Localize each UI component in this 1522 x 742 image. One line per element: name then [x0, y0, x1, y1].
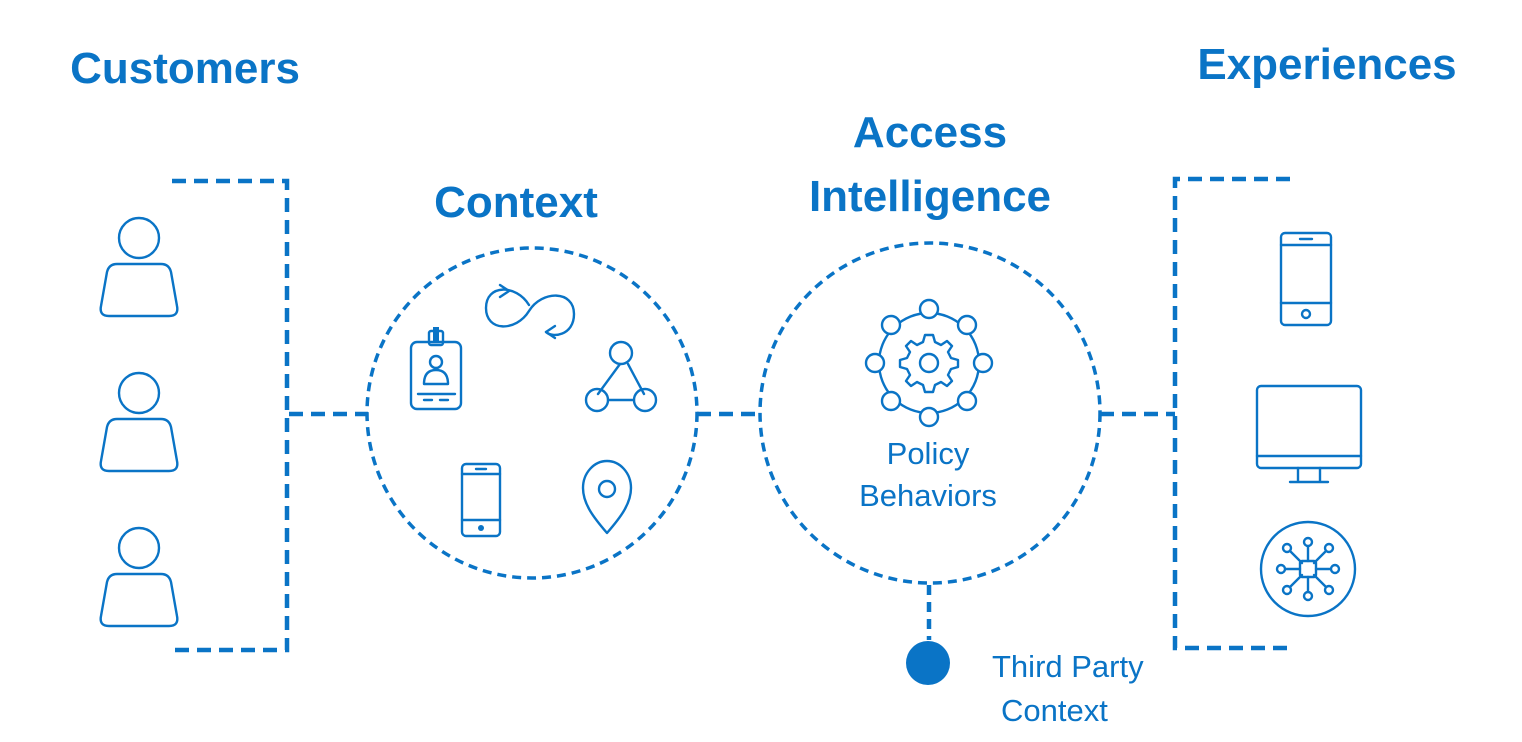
mobile-phone-icon [460, 462, 502, 538]
sync-loop-icon [484, 283, 576, 340]
third-party-dot [906, 641, 950, 685]
heading-customers: Customers [70, 44, 300, 93]
third-party-connector [906, 585, 950, 685]
network-triangle-icon [584, 340, 658, 413]
heading-experiences: Experiences [1197, 40, 1456, 89]
desktop-monitor-icon [1255, 384, 1363, 484]
heading-context: Context [434, 178, 598, 227]
heading-intelligence: Intelligence [809, 172, 1051, 221]
user-icon [99, 526, 179, 628]
location-pin-icon [581, 459, 633, 535]
experiences-bracket [1172, 176, 1290, 651]
mobile-phone-icon [1279, 231, 1333, 327]
heading-access: Access [853, 108, 1007, 157]
gear-icon [898, 333, 960, 394]
third-party-label-line1: Third Party [992, 649, 1144, 684]
policy-label-line1: Policy [887, 436, 970, 471]
id-badge-icon [409, 327, 463, 411]
user-icon [99, 371, 179, 473]
user-icon [99, 216, 179, 318]
context-circle [365, 246, 699, 580]
policy-label-line2: Behaviors [859, 478, 997, 513]
customers-bracket [172, 178, 368, 653]
gear-network-icon [864, 298, 994, 428]
third-party-label-line2: Context [1001, 693, 1108, 728]
hub-network-icon [1259, 520, 1357, 618]
